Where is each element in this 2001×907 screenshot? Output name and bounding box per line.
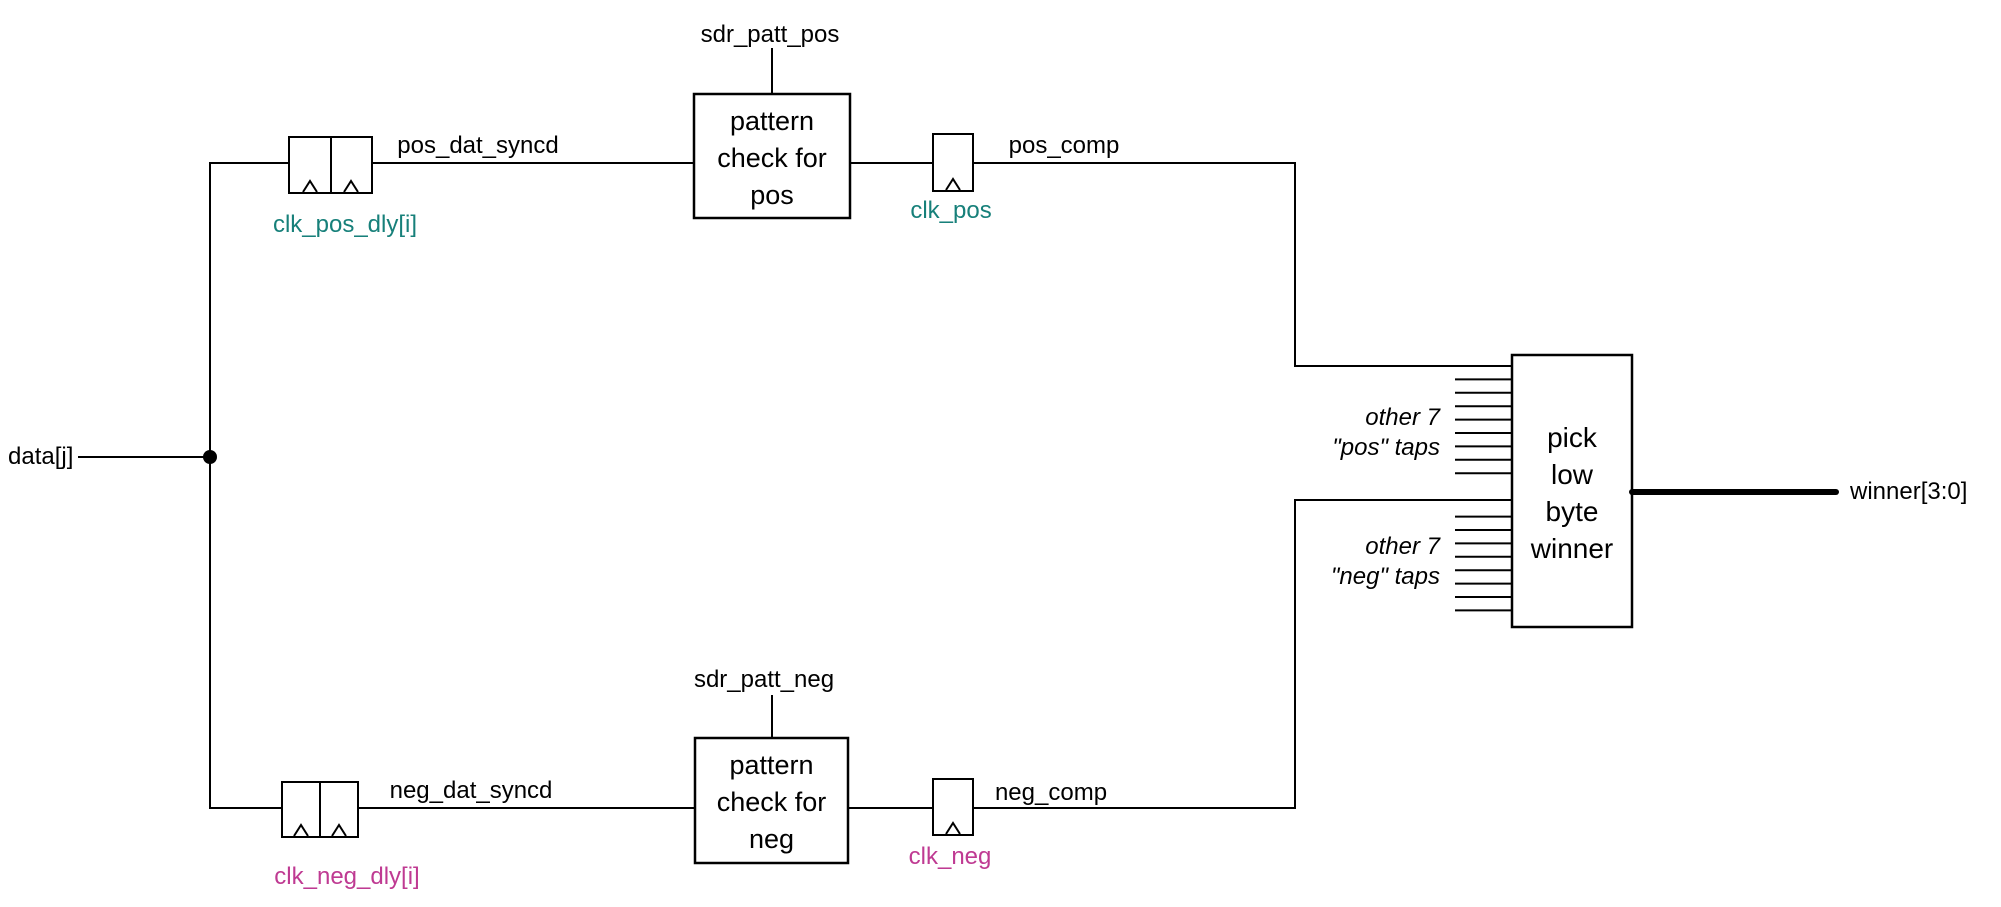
pattern-check-pos-text: pattern check for pos [694, 96, 850, 220]
pick-winner-text: pick low byte winner [1512, 357, 1632, 629]
sdr-patt-pos-label: sdr_patt_pos [700, 21, 840, 48]
pick-winner-line2: low [1550, 459, 1593, 490]
pos-tap-stubs [1455, 378, 1511, 475]
pos-taps-annotation-line2: "pos" taps [1332, 434, 1440, 461]
clk-neg-label: clk_neg [908, 843, 992, 870]
neg-taps-annotation-line2: "neg" taps [1330, 563, 1440, 590]
neg-dat-syncd-label: neg_dat_syncd [389, 777, 553, 804]
trunk-wire [209, 162, 290, 809]
pos-taps-annotation-line1: other 7 [1365, 404, 1440, 431]
neg-comp-flipflop [932, 778, 974, 836]
pos-comp-wire [973, 162, 1512, 367]
pick-winner-line1: pick [1547, 422, 1597, 453]
pos-sync-flipflop-pair [288, 136, 373, 194]
pick-winner-line4: winner [1530, 533, 1614, 564]
pattern-check-pos-box [692, 92, 852, 220]
clk-pos-dly-label: clk_pos_dly[i] [272, 211, 418, 238]
pattern-check-pos-line1: pattern [729, 105, 815, 136]
neg-comp-wire [973, 499, 1512, 809]
pattern-check-pos-line3: pos [750, 179, 794, 210]
pattern-check-neg-text: pattern check for neg [695, 740, 848, 865]
neg-comp-label: neg_comp [994, 779, 1108, 806]
pick-winner-line3: byte [1545, 496, 1599, 527]
neg-taps-annotation: other 7 "neg" taps [1331, 532, 1440, 592]
clk-neg-dly-label: clk_neg_dly[i] [274, 863, 420, 890]
pattern-check-neg-line1: pattern [729, 750, 814, 780]
clk-pos-label: clk_pos [910, 197, 992, 224]
winner-output-label: winner[3:0] [1850, 478, 1968, 505]
pattern-check-neg-box [693, 736, 850, 865]
sdr-patt-neg-label: sdr_patt_neg [693, 666, 835, 693]
pos-comp-flipflop [932, 133, 974, 192]
junction-dot [203, 450, 217, 464]
data-input-label: data[j] [8, 443, 74, 470]
neg-taps-annotation-line1: other 7 [1365, 533, 1440, 560]
pos-dat-syncd-label: pos_dat_syncd [397, 132, 559, 159]
pattern-check-neg-line2: check for [716, 787, 827, 817]
pattern-check-pos-line2: check for [717, 142, 827, 173]
neg-tap-stubs [1455, 515, 1511, 612]
pattern-check-neg-line3: neg [748, 824, 795, 854]
neg-sync-flipflop-pair [281, 781, 359, 838]
pos-taps-annotation: other 7 "pos" taps [1332, 403, 1440, 463]
pos-comp-label: pos_comp [1008, 132, 1120, 159]
